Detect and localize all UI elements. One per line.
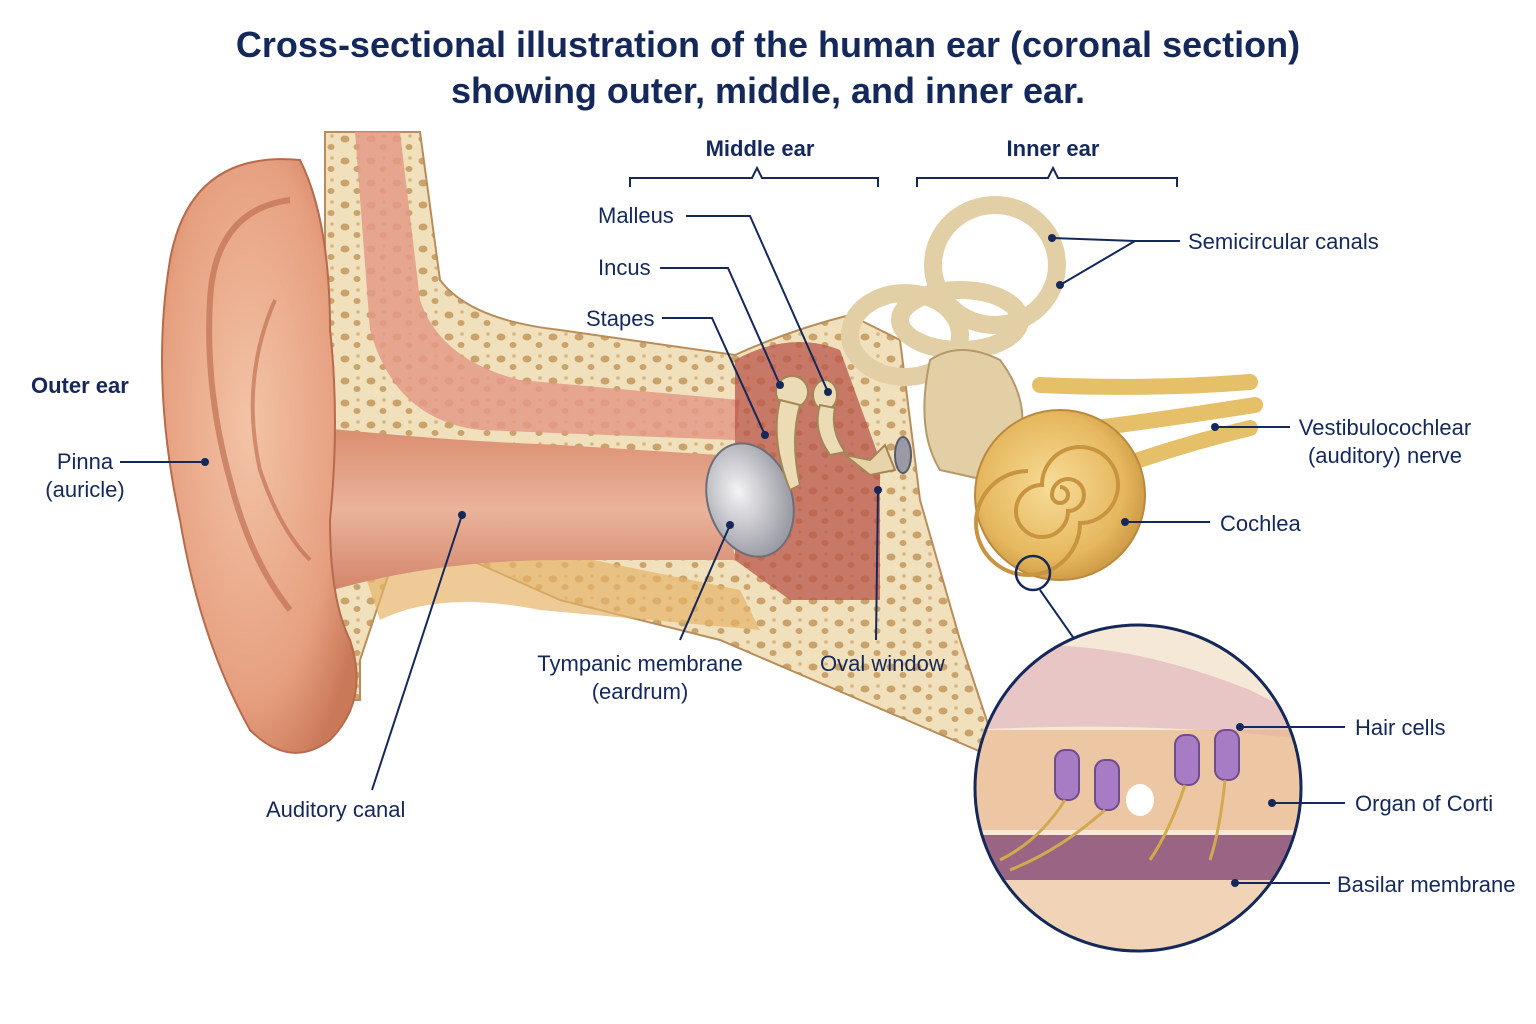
title-line-1: Cross-sectional illustration of the huma… xyxy=(235,24,1301,65)
hair-cells-label: Hair cells xyxy=(1355,715,1446,740)
tympanic-membrane-label: Tympanic membrane (eardrum) xyxy=(537,651,743,704)
inner-ear-bracket xyxy=(916,165,1178,187)
semicircular-canals-shape xyxy=(841,196,1066,386)
middle-ear-bracket xyxy=(629,165,879,187)
organ-of-corti-label: Organ of Corti xyxy=(1355,791,1494,816)
outer-ear-label: Outer ear xyxy=(31,373,129,398)
incus-label: Incus xyxy=(598,255,651,280)
diagram-title: Cross-sectional illustration of the huma… xyxy=(0,22,1536,114)
organ-of-corti-inset xyxy=(975,625,1301,951)
leader-dots xyxy=(201,234,1276,887)
oval-window-label: Oval window xyxy=(820,651,945,676)
vestibulocochlear-nerve-label: Vestibulocochlear (auditory) nerve xyxy=(1298,415,1472,468)
semicircular-canals-label: Semicircular canals xyxy=(1188,229,1379,254)
title-line-2: showing outer, middle, and inner ear. xyxy=(450,70,1086,111)
auditory-canal-shape xyxy=(250,420,735,600)
middle-ear-label: Middle ear xyxy=(705,136,815,161)
cochlea-shape xyxy=(974,409,1146,581)
inner-ear-label: Inner ear xyxy=(1006,136,1100,161)
malleus-label: Malleus xyxy=(598,203,674,228)
zoom-marker-circle xyxy=(1014,554,1052,592)
pinna-label: Pinna (auricle) xyxy=(45,449,125,502)
pinna-shape xyxy=(161,158,358,754)
zoom-inset-frame xyxy=(973,623,1303,953)
auditory-canal-label: Auditory canal xyxy=(266,797,406,822)
oval-window-shape xyxy=(894,436,912,474)
cochlea-label: Cochlea xyxy=(1220,511,1301,536)
ossicles xyxy=(775,375,897,492)
stapes-label: Stapes xyxy=(586,306,655,331)
leader-lines xyxy=(120,215,1345,884)
basilar-membrane-label: Basilar membrane xyxy=(1337,872,1516,897)
